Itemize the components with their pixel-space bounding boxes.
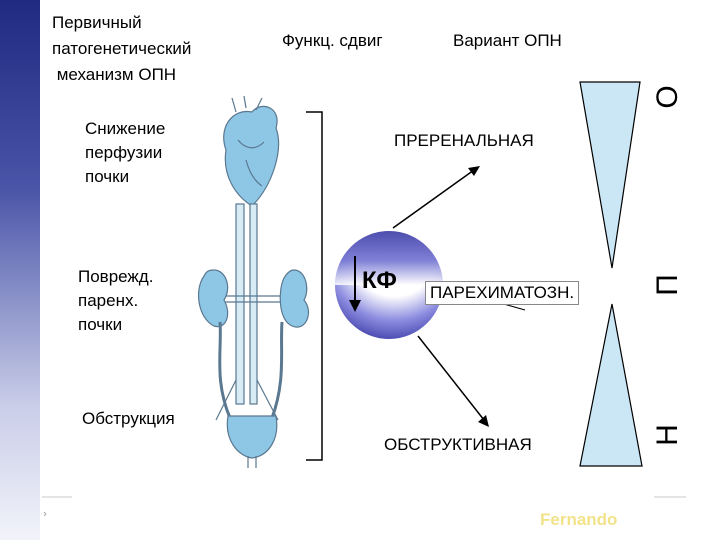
- header-mechanism-line1: Первичный: [52, 13, 142, 32]
- label-parenchyma-line2: паренх.: [78, 291, 139, 310]
- gfr-sphere: [335, 231, 443, 339]
- gfr-label: КФ: [362, 267, 397, 294]
- grouping-bracket: [306, 111, 323, 461]
- arrow-to-obstructive: [417, 335, 489, 427]
- small-chevron-icon: [43, 511, 47, 517]
- label-parenchyma-line3: почки: [78, 315, 123, 334]
- label-obstruction: Обструкция: [82, 409, 175, 428]
- label-perfusion-line1: Снижение: [85, 119, 166, 138]
- header-mechanism-line2: патогенетический: [52, 39, 192, 58]
- side-letter-1: О: [651, 85, 684, 109]
- header-variant: Вариант ОПН: [453, 31, 562, 50]
- variant-obstructive: ОБСТРУКТИВНАЯ: [384, 435, 532, 454]
- arrow-to-prerenal: [392, 166, 480, 229]
- label-parenchyma-line1: Поврежд.: [78, 267, 154, 286]
- side-letter-2: П: [651, 274, 684, 296]
- anatomy-illustration: [197, 95, 309, 468]
- label-perfusion-line2: перфузии: [85, 143, 163, 162]
- variant-prerenal: ПРЕРЕНАЛЬНАЯ: [394, 131, 534, 150]
- label-perfusion-line3: почки: [85, 167, 130, 186]
- watermark-text: Fernando: [540, 510, 618, 529]
- gfr-down-arrow: [349, 256, 361, 312]
- left-gradient-bar: [0, 0, 40, 540]
- header-mechanism-line3: механизм ОПН: [52, 65, 177, 84]
- side-letter-3: Н: [651, 424, 684, 446]
- header-functional-shift: Функц. сдвиг: [282, 31, 383, 50]
- hourglass-scale: [579, 81, 643, 467]
- variant-parenchymal: ПАРЕХИМАТОЗН.: [425, 281, 580, 305]
